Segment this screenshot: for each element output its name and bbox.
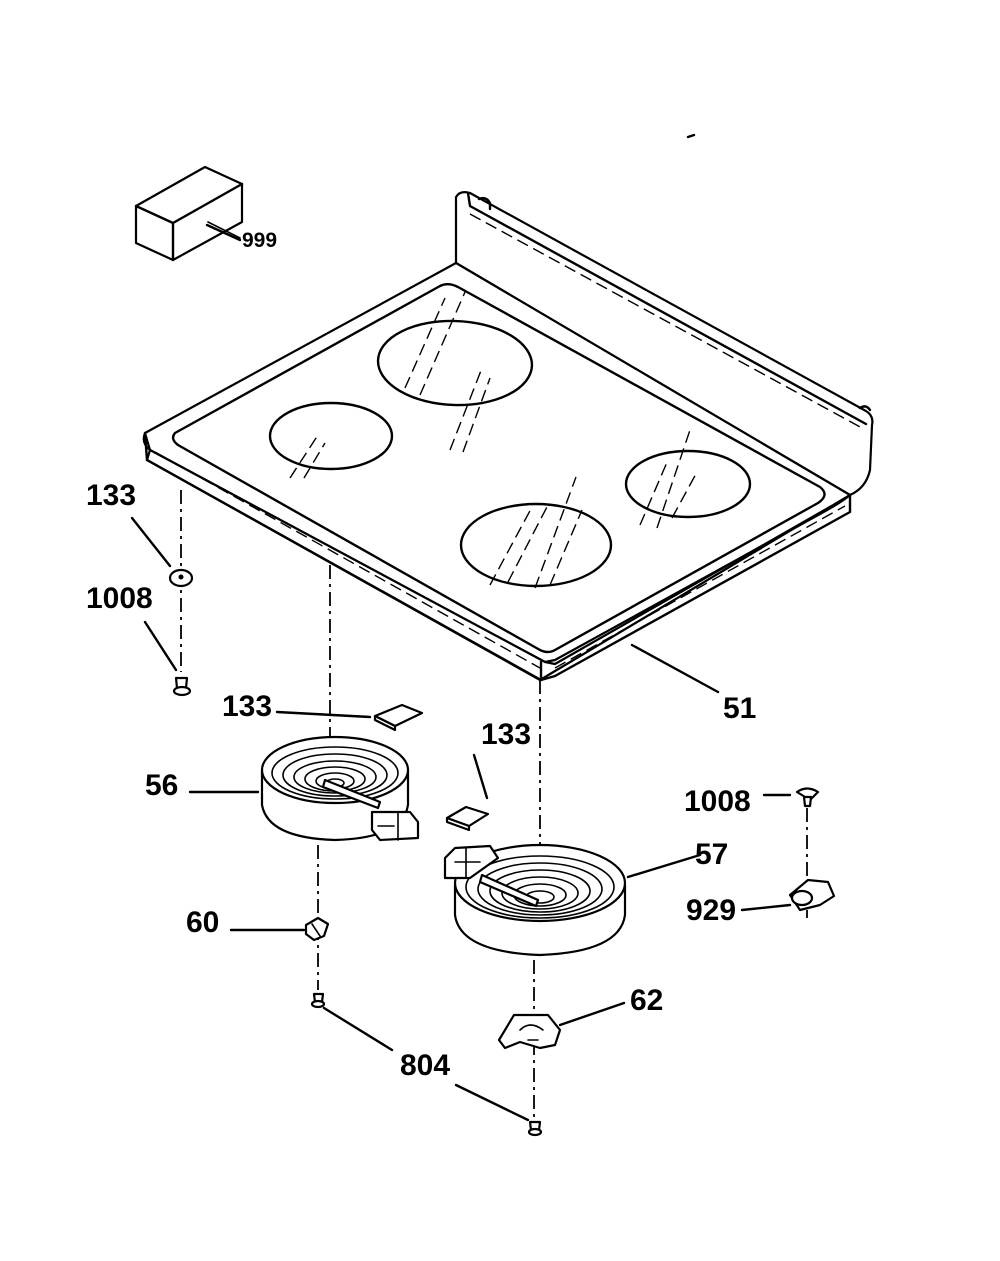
bracket-right-part: [497, 1013, 562, 1050]
label-56: 56: [145, 769, 178, 802]
left-mount-hardware: [168, 490, 194, 697]
label-999: 999: [242, 229, 277, 252]
label-60: 60: [186, 906, 219, 939]
insulator-left: [373, 703, 424, 732]
box-part: [134, 165, 244, 262]
insulator-right: [445, 805, 490, 832]
left-heating-element: [260, 565, 420, 990]
label-929: 929: [686, 894, 736, 927]
label-133-top-left: 133: [86, 479, 136, 512]
label-804: 804: [400, 1049, 450, 1082]
right-heating-element: [443, 680, 627, 1120]
label-57: 57: [695, 838, 728, 871]
screw-left-bottom: [310, 992, 326, 1009]
cooktop-part: [142, 191, 874, 682]
leader-lines: [130, 223, 792, 1122]
label-62: 62: [630, 984, 663, 1017]
stray-mark: [686, 133, 696, 139]
label-1008-right: 1008: [684, 785, 751, 818]
label-133-right: 133: [481, 718, 531, 751]
clip-left-part: [304, 916, 330, 942]
right-mount-hardware: [788, 787, 836, 918]
label-51: 51: [723, 692, 756, 725]
label-1008-left: 1008: [86, 582, 153, 615]
label-133-center: 133: [222, 690, 272, 723]
screw-right-bottom: [527, 1120, 543, 1137]
